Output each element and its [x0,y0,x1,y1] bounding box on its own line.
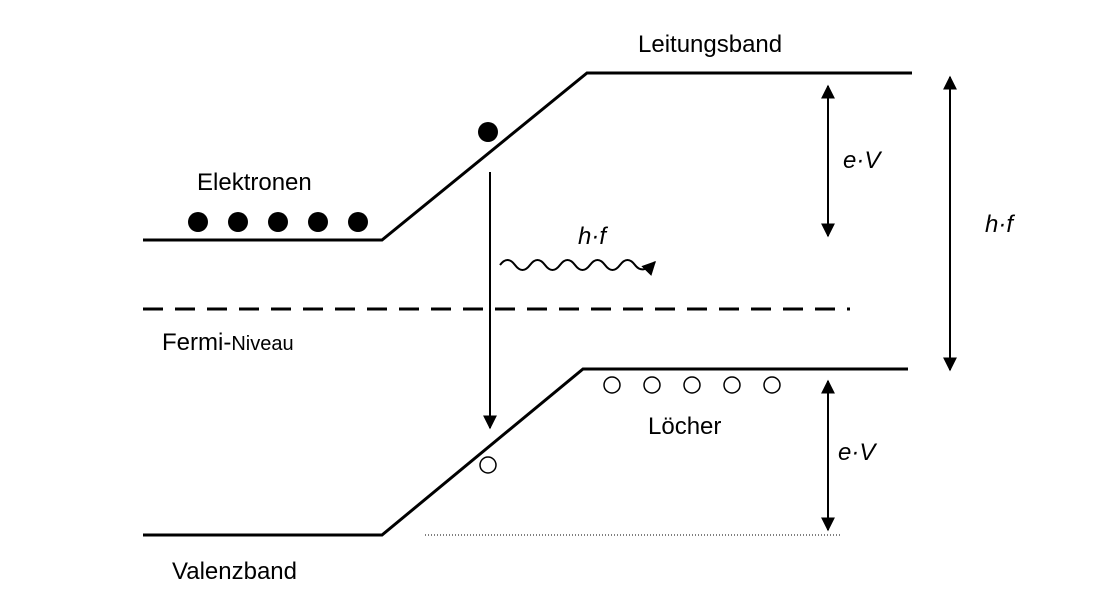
ev-bottom-label: e·V [838,439,877,466]
valence-band-line [143,367,908,537]
electrons-group [188,212,368,232]
ev-top-label: e·V [843,147,882,174]
hole [683,376,701,394]
electron [268,212,288,232]
photon-wave-arrow [499,259,656,276]
electron [348,212,368,232]
hole [603,376,621,394]
fermi-prefix: Fermi- [162,329,231,356]
hf-photon-label: h·f [578,223,608,250]
fermi-niveau-label: Fermi-Niveau [162,329,294,356]
loecher-label: Löcher [648,413,721,440]
holes-group [603,376,781,394]
slope-electron [478,122,498,142]
elektronen-label: Elektronen [197,169,312,196]
hf-gap-label: h·f [985,211,1015,238]
electron [308,212,328,232]
hole [723,376,741,394]
hole [763,376,781,394]
fermi-suffix: Niveau [231,333,293,355]
hole [643,376,661,394]
electron [188,212,208,232]
valenzband-label: Valenzband [172,558,297,585]
electron [228,212,248,232]
conduction-band-line [143,71,912,242]
leitungsband-label: Leitungsband [638,31,782,58]
slope-hole [479,456,497,474]
